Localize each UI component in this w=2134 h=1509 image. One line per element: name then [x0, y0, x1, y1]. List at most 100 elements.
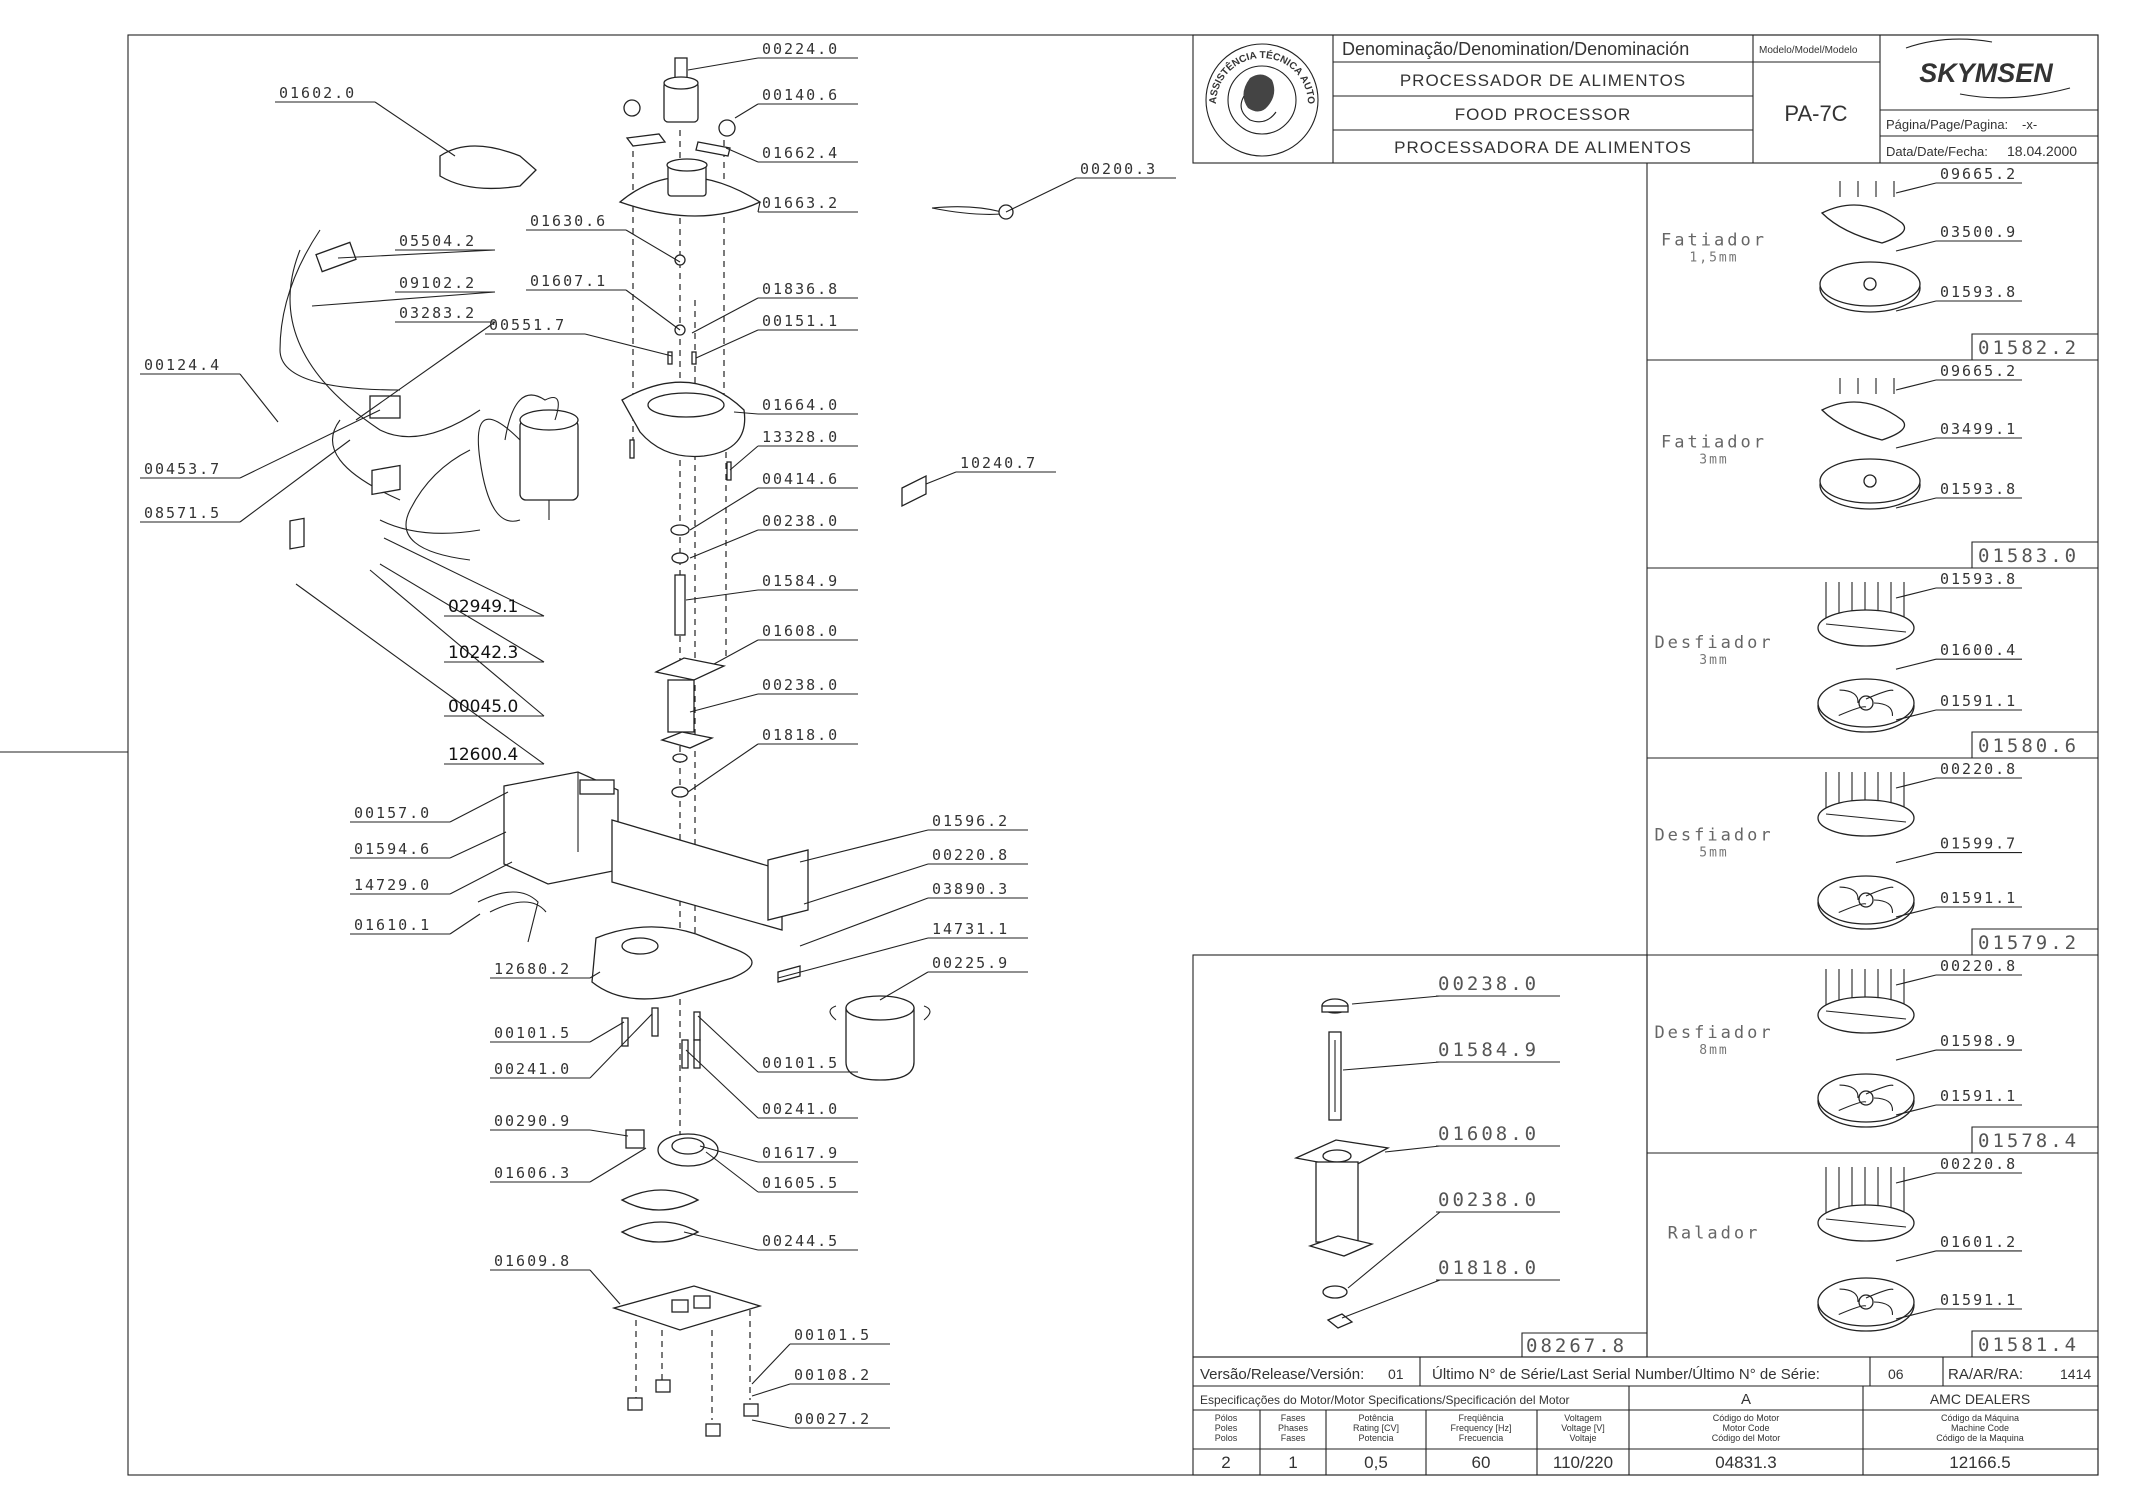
- leader-line: [725, 147, 759, 163]
- accessory-part-label: 09665.2: [1940, 362, 2017, 380]
- leader-line: [687, 57, 759, 71]
- leader-line: [734, 103, 759, 119]
- part-label: 03890.3: [932, 880, 1009, 898]
- leader-line: [751, 1419, 791, 1429]
- part-label: 00238.0: [762, 512, 839, 530]
- leader-line: [589, 1147, 647, 1183]
- title-block: ASSISTÊNCIA TÉCNICA AUTORIZADA Denominaç…: [0, 0, 2099, 164]
- leader-line: [449, 791, 509, 823]
- motor-header-text: Voltagem: [1564, 1413, 1602, 1423]
- leader-line: [879, 971, 929, 1001]
- leader-line: [803, 863, 929, 905]
- leader-line: [584, 333, 673, 357]
- motor-header-text: Código de la Maquina: [1936, 1433, 2024, 1443]
- leader-line: [374, 101, 456, 157]
- version-value: 01: [1388, 1366, 1404, 1382]
- part-label: 00290.9: [494, 1112, 571, 1130]
- leader-line: [729, 445, 759, 471]
- motor-value: 04831.3: [1715, 1453, 1776, 1472]
- name-pt: PROCESSADOR DE ALIMENTOS: [1400, 71, 1686, 90]
- accessory-code: 01578.4: [1978, 1130, 2079, 1152]
- motor-header-text: Potência: [1358, 1413, 1393, 1423]
- accessory-part-label: 01591.1: [1940, 889, 2017, 907]
- ra-label: RA/AR/RA:: [1948, 1366, 2023, 1383]
- accessory-code: 01581.4: [1978, 1334, 2079, 1356]
- model-header: Modelo/Model/Modelo: [1759, 45, 1858, 56]
- part-label: 00453.7: [144, 460, 221, 478]
- leader-line: [589, 1021, 625, 1043]
- sheet-border: [127, 34, 2099, 1476]
- accessory-size: 3mm: [1699, 452, 1728, 467]
- brand-text: SKYMSEN: [1919, 58, 2053, 88]
- part-label: 01584.9: [762, 572, 839, 590]
- part-label: 01609.8: [494, 1252, 571, 1270]
- leader-line: [589, 1013, 653, 1079]
- accessory-code: 01583.0: [1978, 545, 2079, 567]
- motor-header-text: Código do Motor: [1713, 1413, 1780, 1423]
- part-label: 00157.0: [354, 804, 431, 822]
- part-label: 10242.3: [448, 643, 518, 663]
- leader-line: [713, 639, 759, 665]
- accessory-part-label: 01600.4: [1940, 641, 2017, 659]
- detail-part-label: 00238.0: [1438, 973, 1539, 995]
- leader-line: [697, 1015, 759, 1073]
- part-label: 01610.1: [354, 916, 431, 934]
- leader-line: [799, 829, 929, 863]
- motor-header-text: Phases: [1278, 1423, 1309, 1433]
- part-label: 00220.8: [932, 846, 1009, 864]
- accessory-part-label: 01593.8: [1940, 480, 2017, 498]
- motor-header-text: Código del Motor: [1712, 1433, 1781, 1443]
- leader-line: [751, 1383, 791, 1397]
- page-label: Página/Page/Pagina:: [1886, 117, 2008, 132]
- part-label: 01605.5: [762, 1174, 839, 1192]
- accessory-part-label: 01593.8: [1940, 570, 2017, 588]
- leader-line: [687, 743, 759, 793]
- motor-header-text: Código da Máquina: [1941, 1413, 2019, 1423]
- leader-line: [689, 693, 759, 713]
- part-label: 03283.2: [399, 304, 476, 322]
- part-label: 01617.9: [762, 1144, 839, 1162]
- leader-line: [589, 1269, 621, 1305]
- detail-part-label: 01818.0: [1438, 1257, 1539, 1279]
- part-label: 00238.0: [762, 676, 839, 694]
- leader-line: [449, 861, 513, 895]
- part-label: 00108.2: [794, 1366, 871, 1384]
- part-label: 00101.5: [494, 1024, 571, 1042]
- motor-value: 1: [1288, 1453, 1297, 1472]
- motor-header-text: Frecuencia: [1459, 1433, 1504, 1443]
- accessory-size: 5mm: [1699, 846, 1728, 861]
- ra-value: 1414: [2060, 1366, 2091, 1382]
- leader-line: [689, 487, 759, 531]
- leader-line: [239, 409, 381, 479]
- motor-header-text: Machine Code: [1951, 1423, 2009, 1433]
- motor-header-text: Motor Code: [1722, 1423, 1769, 1433]
- part-label: 10240.7: [960, 454, 1037, 472]
- model-value: PA-7C: [1784, 101, 1847, 126]
- leader-line: [239, 439, 351, 523]
- name-en: FOOD PROCESSOR: [1455, 105, 1631, 124]
- authorized-service-seal: ASSISTÊNCIA TÉCNICA AUTORIZADA: [0, 0, 1319, 157]
- part-label: 14729.0: [354, 876, 431, 894]
- part-label: 00224.0: [762, 40, 839, 58]
- seal-text: ASSISTÊNCIA TÉCNICA AUTORIZADA: [0, 0, 1316, 105]
- page-value: -x-: [2022, 117, 2037, 132]
- part-label: 05504.2: [399, 232, 476, 250]
- part-label: 01662.4: [762, 144, 839, 162]
- part-label: 01630.6: [530, 212, 607, 230]
- date-label: Data/Date/Fecha:: [1886, 144, 1988, 159]
- accessory-panel: Fatiador1,5mm09665.203500.901593.801582.…: [1661, 165, 2098, 360]
- part-label: 00414.6: [762, 470, 839, 488]
- accessory-part-label: 01591.1: [1940, 1291, 2017, 1309]
- part-label: 01608.0: [762, 622, 839, 640]
- denomination-header: Denominação/Denomination/Denominación: [1342, 39, 1689, 59]
- leader-line: [383, 537, 545, 617]
- part-label: 01836.8: [762, 280, 839, 298]
- leader-line: [777, 937, 929, 979]
- part-label: 02949.1: [448, 597, 518, 617]
- leader-line: [295, 583, 545, 765]
- leader-line: [589, 971, 601, 979]
- leader-line: [1005, 177, 1077, 213]
- part-label: 00124.4: [144, 356, 221, 374]
